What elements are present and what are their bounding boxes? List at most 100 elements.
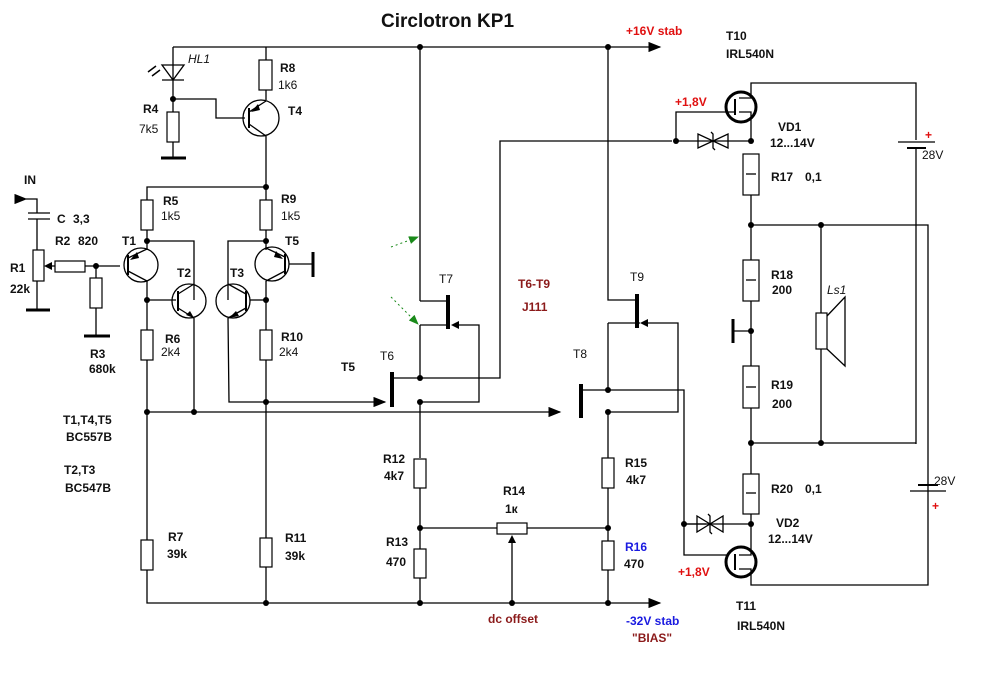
r14-potentiometer <box>496 522 528 535</box>
label-components-b1-value: 28V <box>922 148 943 162</box>
label-components-t4: T4 <box>288 104 302 118</box>
label-components-r11-name: R11 <box>285 531 307 545</box>
label-components-t11-name: T11 <box>736 599 756 613</box>
label-components-r4-value: 7k5 <box>139 122 159 136</box>
r13-resistor <box>413 548 427 579</box>
bias-network: R12 4k7 R14 1к dc offset R13 470 R15 4k7… <box>383 452 679 645</box>
label-notes-pnp_list: T1,T4,T5 <box>63 413 112 427</box>
label-components-r2-name: R2 <box>55 234 71 248</box>
label-components-b2-polarity: + <box>932 499 939 513</box>
label-notes-pnp_part: BC557B <box>66 430 112 444</box>
label-components-r11-value: 39k <box>285 549 305 563</box>
label-components-r6-value: 2k4 <box>161 345 181 359</box>
label-components-r14-value: 1к <box>505 502 519 516</box>
label-components-r12-name: R12 <box>383 452 405 466</box>
label-components-r7-name: R7 <box>168 530 184 544</box>
r7-resistor <box>140 539 154 571</box>
label-components-r4-name: R4 <box>143 102 159 116</box>
r16-resistor <box>601 540 615 571</box>
label-components-r12-value: 4k7 <box>384 469 404 483</box>
r11-resistor <box>259 537 273 568</box>
label-components-b2-value: 28V <box>934 474 955 488</box>
positive-rail-label: +16V stab <box>626 24 682 38</box>
schematic-title: Circlotron KP1 <box>381 11 514 32</box>
label-components-r3-name: R3 <box>90 347 106 361</box>
label-components-r7-value: 39k <box>167 547 187 561</box>
label-components-r9-name: R9 <box>281 192 297 206</box>
label-components-r1-value: 22k <box>10 282 30 296</box>
label-components-r8-name: R8 <box>280 61 296 75</box>
label-components-r6-name: R6 <box>165 332 181 346</box>
hl1-label: HL1 <box>188 52 210 66</box>
label-components-t10-name: T10 <box>726 29 747 43</box>
label-components-r8-value: 1k6 <box>278 78 298 92</box>
r2-resistor <box>54 260 86 273</box>
label-components-r9-value: 1k5 <box>281 209 301 223</box>
negative-rail-label: -32V stab <box>626 614 679 628</box>
label-components-r15-value: 4k7 <box>626 473 646 487</box>
input-diff-right: R9 1k5 T5 T3 R10 2k4 R11 39k <box>147 187 562 606</box>
r15-resistor <box>601 457 615 489</box>
label-notes-jfet_list: T6-T9 <box>518 277 550 291</box>
jfet-right-pair: T9 T8 <box>573 47 706 525</box>
r5-resistor <box>140 199 154 231</box>
r8-resistor <box>258 59 273 91</box>
label-components-r16-name: R16 <box>625 540 647 554</box>
label-components-r16-value: 470 <box>624 557 644 571</box>
label-notes-t5_ref: T5 <box>341 360 355 374</box>
r9-resistor <box>259 199 273 231</box>
label-notes-gate_voltage: +1,8V <box>678 565 710 579</box>
t10-mosfet <box>724 90 758 124</box>
label-components-vd2-name: VD2 <box>776 516 800 530</box>
label-components-r18-name: R18 <box>771 268 793 282</box>
input-stage: IN C 3,3 R1 22k R2 820 R3 680k <box>10 173 120 376</box>
output-load: R18 200 R19 200 Ls1 <box>731 225 916 474</box>
r20-resistor <box>742 473 760 515</box>
label-components-r5-name: R5 <box>163 194 179 208</box>
label-components-r19-name: R19 <box>771 378 793 392</box>
label-input-label: IN <box>24 173 36 187</box>
label-components-r14-name: R14 <box>503 484 525 498</box>
positive-rail: +16V stab <box>173 24 682 53</box>
label-components-r1-name: R1 <box>10 261 26 275</box>
output-upper: T10 IRL540N +1,8V VD1 12...14V R17 0,1 2… <box>673 29 943 491</box>
label-components-t7: T7 <box>439 272 453 286</box>
label-components-r19-value: 200 <box>772 397 792 411</box>
label-components-t6: T6 <box>380 349 394 363</box>
label-notes-npn_part: BC547B <box>65 481 111 495</box>
label-components-ls1-name: Ls1 <box>827 283 846 297</box>
t3-transistor <box>215 283 251 319</box>
jfet-left-pair: T7 T6 <box>380 47 672 458</box>
label-components-r10-name: R10 <box>281 330 303 344</box>
label-components-t1: T1 <box>122 234 136 248</box>
label-components-r10-value: 2k4 <box>279 345 299 359</box>
ls1-speaker <box>815 312 828 350</box>
r10-resistor <box>259 329 273 361</box>
t11-mosfet <box>724 545 758 579</box>
r12-resistor <box>413 458 427 489</box>
label-components-t5: T5 <box>285 234 299 248</box>
label-notes-jfet_part: J111 <box>522 300 548 314</box>
input-diff-left: R5 1k5 T1 T2 R6 2k4 R7 39k <box>122 184 662 609</box>
r6-resistor <box>140 329 154 361</box>
label-components-t2: T2 <box>177 266 191 280</box>
label-components-r20-value: 0,1 <box>805 482 822 496</box>
label-components-r17-name: R17 <box>771 170 793 184</box>
label-notes-gate_voltage: +1,8V <box>675 95 707 109</box>
label-components-c-value: 3,3 <box>73 212 90 226</box>
label-components-t10-part: IRL540N <box>726 47 774 61</box>
label-components-c-name: C <box>57 212 66 226</box>
label-components-r13-value: 470 <box>386 555 406 569</box>
bias-label: "BIAS" <box>632 631 672 645</box>
label-components-vd2-value: 12...14V <box>768 532 813 546</box>
label-components-t8: T8 <box>573 347 587 361</box>
label-notes-dc_offset: dc offset <box>488 612 538 626</box>
label-components-vd1-value: 12...14V <box>770 136 815 150</box>
r1-potentiometer <box>32 249 45 282</box>
label-components-t9: T9 <box>630 270 644 284</box>
t2-transistor <box>171 283 207 319</box>
label-components-r3-value: 680k <box>89 362 116 376</box>
label-components-r18-value: 200 <box>772 283 792 297</box>
label-components-r2-value: 820 <box>78 234 98 248</box>
